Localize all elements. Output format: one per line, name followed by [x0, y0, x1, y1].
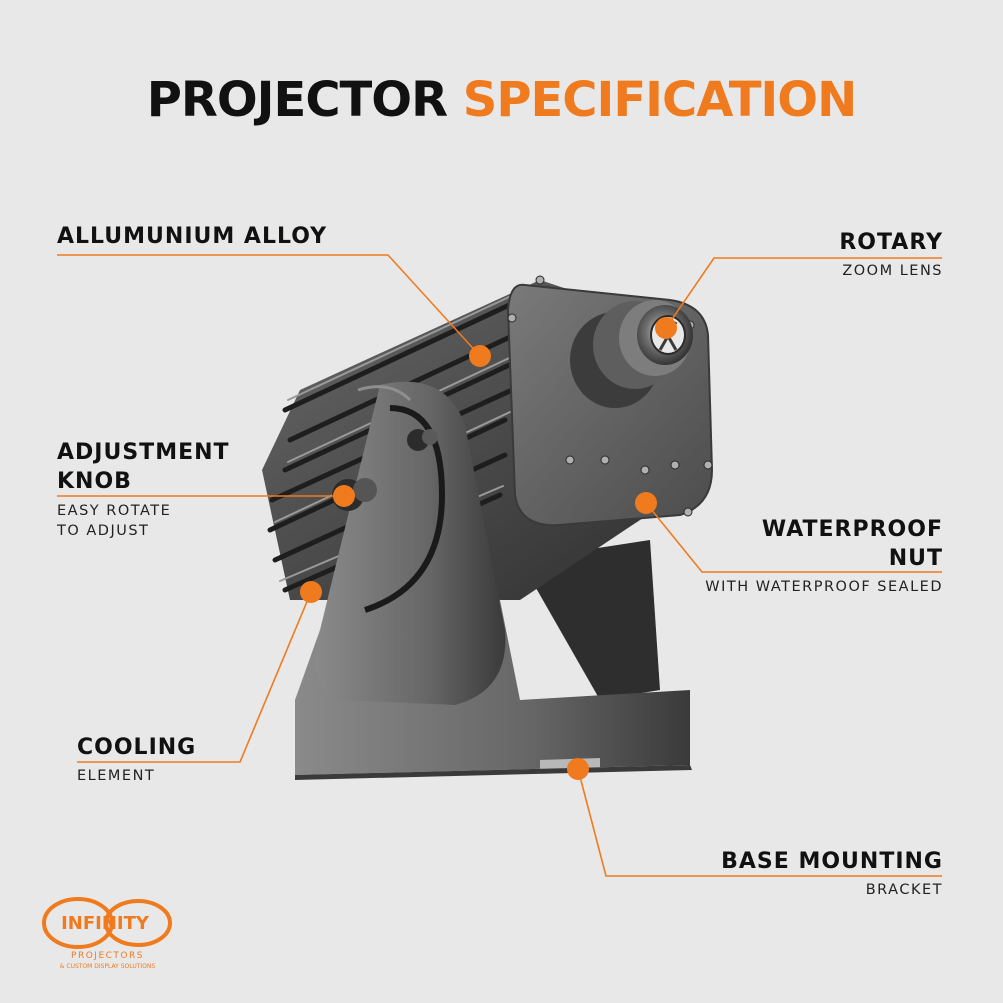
leader-base [577, 768, 942, 877]
knob-title-line1: ADJUSTMENT [57, 440, 230, 465]
waterproof-title-line1: WATERPROOF [761, 517, 943, 542]
cooling-title: COOLING [77, 735, 197, 760]
knob-sub-line2: TO ADJUST [57, 523, 150, 539]
logo-name: INFINITY [61, 913, 149, 934]
leader-alloy [57, 254, 481, 357]
knob-title-line2: KNOB [57, 469, 132, 494]
leader-rotary [665, 257, 942, 329]
title-part-1: PROJECTOR [146, 72, 448, 128]
brand-logo: INFINITY PROJECTORS & CUSTOM DISPLAY SOL… [40, 895, 175, 975]
alloy-title: ALLUMUNIUM ALLOY [57, 224, 328, 249]
hotspot-base [567, 758, 589, 780]
title-part-2: SPECIFICATION [462, 72, 857, 128]
rotary-subtitle: ZOOM LENS [842, 263, 943, 279]
stand [295, 381, 692, 780]
leader-waterproof [645, 502, 942, 573]
base-title: BASE MOUNTING [721, 849, 943, 874]
hotspot-rotary [655, 317, 677, 339]
hotspot-alloy [469, 345, 491, 367]
page-title: PROJECTOR SPECIFICATION [0, 72, 1003, 128]
base-subtitle: BRACKET [865, 882, 943, 898]
logo-line1: PROJECTORS [71, 951, 144, 961]
stand-back [520, 540, 660, 700]
cooling-subtitle: ELEMENT [77, 768, 156, 784]
hotspot-cooling [300, 581, 322, 603]
rotary-title: ROTARY [839, 230, 943, 255]
leader-cooling [77, 591, 312, 763]
infinity-logo-icon [42, 897, 172, 949]
knob-sub-line1: EASY ROTATE [57, 503, 172, 519]
waterproof-title-line2: NUT [888, 546, 943, 571]
hotspot-knob [333, 485, 355, 507]
hotspot-waterproof [635, 492, 657, 514]
logo-line2: & CUSTOM DISPLAY SOLUTIONS [59, 963, 156, 970]
waterproof-subtitle: WITH WATERPROOF SEALED [705, 579, 943, 595]
